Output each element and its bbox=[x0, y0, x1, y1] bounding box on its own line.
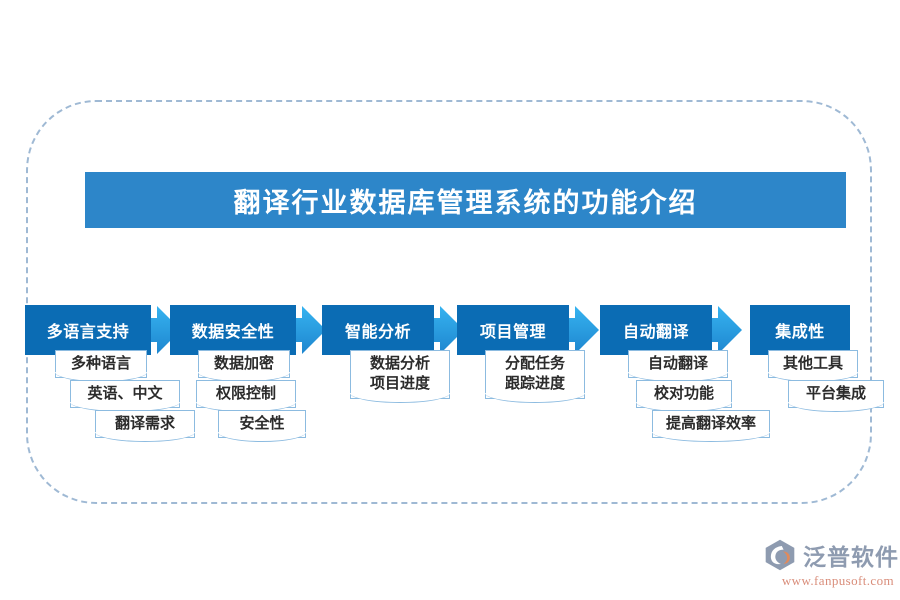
flow-detail-text: 多种语言 bbox=[70, 355, 131, 372]
flow-column-6: 集成性其他工具平台集成 bbox=[750, 305, 884, 413]
flow-detail-text: 校对功能 bbox=[653, 385, 714, 402]
flow-detail-box[interactable]: 权限控制 bbox=[196, 380, 296, 413]
flow-column-1: 多语言支持多种语言英语、中文翻译需求 bbox=[25, 305, 195, 443]
flow-stage-title: 智能分析 bbox=[344, 324, 411, 341]
flow-detail-text: 数据分析 bbox=[369, 355, 430, 372]
flow-column-2: 数据安全性数据加密权限控制安全性 bbox=[170, 305, 306, 443]
flow-stage-header[interactable]: 项目管理 bbox=[457, 305, 569, 355]
flow-detail-box[interactable]: 平台集成 bbox=[788, 380, 884, 413]
flow-detail-box[interactable]: 自动翻译 bbox=[628, 350, 728, 383]
flow-detail-text: 平台集成 bbox=[805, 385, 866, 402]
flow-detail-text: 英语、中文 bbox=[87, 385, 163, 402]
flow-stage-header[interactable]: 自动翻译 bbox=[600, 305, 712, 355]
flow-detail-box[interactable]: 数据分析项目进度 bbox=[350, 350, 450, 402]
flow-detail-text: 跟踪进度 bbox=[504, 375, 565, 393]
flow-detail-text: 项目进度 bbox=[369, 375, 430, 393]
flow-detail-box[interactable]: 翻译需求 bbox=[95, 410, 195, 443]
flow-stage-title: 数据安全性 bbox=[191, 324, 275, 341]
flow-stage-title: 多语言支持 bbox=[46, 324, 130, 341]
flow-detail-text: 分配任务 bbox=[504, 355, 565, 372]
flow-detail-text: 提高翻译效率 bbox=[665, 415, 756, 432]
flow-stage-header[interactable]: 数据安全性 bbox=[170, 305, 296, 355]
flow-detail-text: 自动翻译 bbox=[647, 355, 708, 372]
process-flow: 多语言支持多种语言英语、中文翻译需求数据安全性数据加密权限控制安全性智能分析数据… bbox=[0, 305, 900, 505]
page-title: 翻译行业数据库管理系统的功能介绍 bbox=[233, 187, 698, 218]
flow-detail-box[interactable]: 多种语言 bbox=[55, 350, 147, 383]
flow-detail-box[interactable]: 英语、中文 bbox=[70, 380, 180, 413]
flow-stage-title: 自动翻译 bbox=[622, 324, 689, 341]
flow-stage-title: 集成性 bbox=[775, 324, 825, 341]
flow-detail-box[interactable]: 安全性 bbox=[218, 410, 306, 443]
flow-detail-text: 权限控制 bbox=[215, 385, 276, 402]
flow-detail-text: 安全性 bbox=[239, 415, 285, 432]
logo-name: 泛普软件 bbox=[803, 544, 899, 570]
flow-column-3: 智能分析数据分析项目进度 bbox=[322, 305, 450, 402]
flow-detail-text: 翻译需求 bbox=[114, 415, 175, 432]
flow-column-4: 项目管理分配任务跟踪进度 bbox=[457, 305, 585, 402]
flow-detail-box[interactable]: 数据加密 bbox=[198, 350, 290, 383]
flow-detail-box[interactable]: 提高翻译效率 bbox=[652, 410, 770, 443]
brand-logo: 泛普软件 www.fanpusoft.com bbox=[762, 538, 898, 592]
flow-detail-box[interactable]: 分配任务跟踪进度 bbox=[485, 350, 585, 402]
title-banner: 翻译行业数据库管理系统的功能介绍 bbox=[85, 172, 846, 228]
logo-url: www.fanpusoft.com bbox=[781, 573, 894, 588]
fanpu-logo-icon bbox=[762, 538, 798, 572]
flow-detail-box[interactable]: 校对功能 bbox=[636, 380, 732, 413]
flow-detail-text: 数据加密 bbox=[213, 355, 274, 372]
flow-detail-text: 其他工具 bbox=[782, 355, 843, 372]
flow-stage-header[interactable]: 智能分析 bbox=[322, 305, 434, 355]
flow-stage-header[interactable]: 集成性 bbox=[750, 305, 850, 355]
flow-detail-box[interactable]: 其他工具 bbox=[768, 350, 858, 383]
flow-column-5: 自动翻译自动翻译校对功能提高翻译效率 bbox=[600, 305, 770, 443]
flow-stage-header[interactable]: 多语言支持 bbox=[25, 305, 151, 355]
flow-stage-title: 项目管理 bbox=[479, 324, 546, 341]
